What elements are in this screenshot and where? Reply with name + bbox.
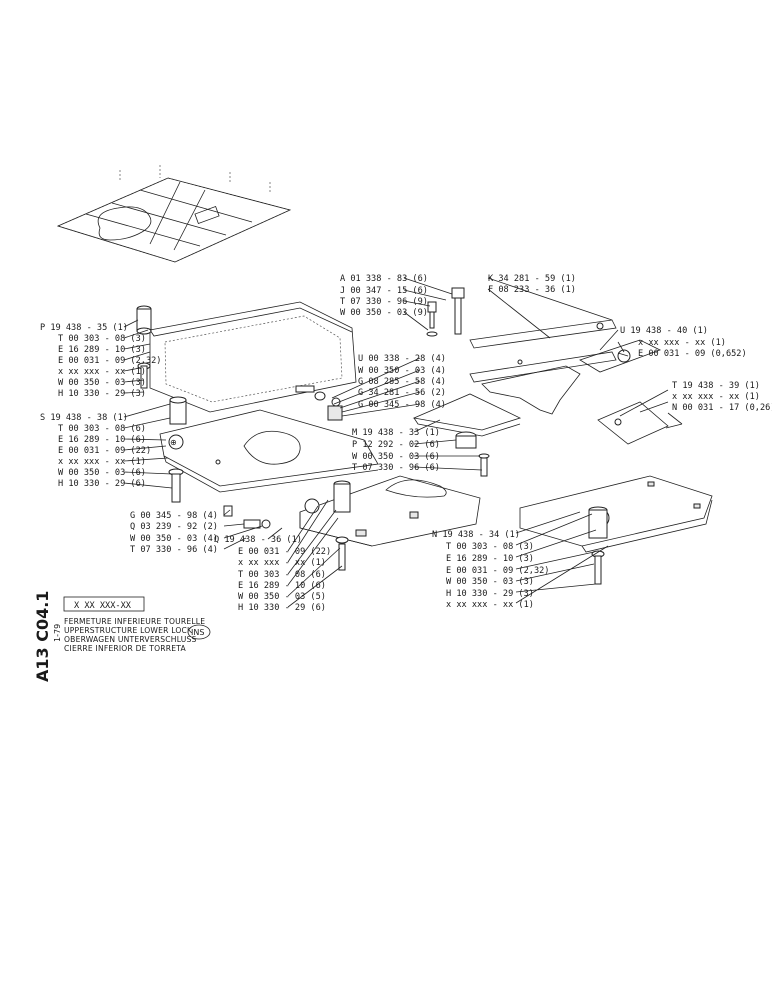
upper-tray-panel — [149, 301, 357, 413]
callout-label: T 00 303 - 08 (3) — [446, 542, 534, 552]
callout-label: x xx xxx - xx (1) — [638, 338, 726, 348]
callout-label: T 07 330 - 96 (9) — [340, 297, 428, 307]
callout-label: x xx xxx - xx (1) — [58, 367, 146, 377]
callout-label: H 10 330 - 29 (3) — [58, 389, 146, 399]
callout-group-7: U 00 338 - 28 (4) W 00 350 - 03 (4) G 08… — [358, 354, 446, 410]
callout-label: Q 03 239 - 92 (2) — [130, 522, 218, 532]
callout-label: N 19 438 - 34 (1) — [432, 530, 520, 540]
callout-group-5: E 00 031 - 09 (22) x xx xxx - xx (1) T 0… — [238, 547, 331, 613]
callout-label: T 00 303 - 08 (3) — [58, 334, 146, 344]
callout-label: M 19 438 - 33 (1) — [352, 428, 440, 438]
callout-group-3: G 00 345 - 98 (4) Q 03 239 - 92 (2) W 00… — [130, 511, 218, 555]
callout-label: H 10 330 - 29 (6) — [238, 603, 326, 613]
callout-label: G 00 345 - 98 (4) — [358, 400, 446, 410]
callout-label: x xx xxx - xx (1) — [672, 392, 760, 402]
callout-label: E 00 031 - 09 (22) — [238, 547, 331, 557]
callout-label: W 00 350 - 03 (6) — [58, 468, 146, 478]
part-number-box: X XX XXX-XX — [74, 601, 132, 611]
frame-u19438-40 — [481, 339, 662, 415]
callout-label: G 08 285 - 58 (4) — [358, 377, 446, 387]
title-fr: FERMETURE INFERIEURE TOURELLE — [64, 617, 205, 626]
title-es: CIERRE INFERIOR DE TORRETA — [64, 644, 186, 653]
callout-label: E 00 031 - 09 (0,652) — [638, 349, 747, 359]
callout-group-11: T 19 438 - 39 (1) x xx xxx - xx (1) N 00… — [672, 381, 772, 413]
callout-label: T 07 330 - 96 (6) — [352, 463, 440, 473]
sheet-date: 1-79 — [53, 624, 62, 642]
callout-label: H 10 330 - 29 (3) — [446, 589, 534, 599]
callout-group-6: A 01 338 - 83 (6) J 00 347 - 15 (6) T 07… — [340, 274, 428, 318]
callout-group-4: Q 19 438 - 36 (1) — [214, 535, 302, 545]
left-floor-plate: ⊕ — [159, 409, 379, 493]
ins-mark: INS — [191, 628, 204, 637]
leader-lines — [123, 277, 683, 608]
svg-text:⊕: ⊕ — [170, 438, 177, 447]
callout-label: P 19 438 - 35 (1) — [40, 323, 128, 333]
callout-label: S 19 438 - 38 (1) — [40, 413, 128, 423]
callout-label: U 00 338 - 28 (4) — [358, 354, 446, 364]
callout-label: T 00 303 - 08 (6) — [58, 424, 146, 434]
callout-label: N 00 031 - 17 (0,26) — [672, 403, 772, 413]
title-block: A13 C04.1 1-79 X XX XXX-XX FERMETURE INF… — [33, 591, 211, 682]
callout-label: W 00 350 - 03 (3) — [58, 378, 146, 388]
callout-label: G 34 281 - 56 (2) — [358, 388, 446, 398]
centre-floor-plate — [299, 475, 481, 547]
title-de: OBERWAGEN UNTERVERSCHLUSS — [64, 635, 197, 644]
callout-label: F 08 233 - 36 (1) — [488, 285, 576, 295]
callout-label: E 16 289 - 10 (3) — [58, 345, 146, 355]
callout-label: E 16 289 - 10 (6) — [58, 435, 146, 445]
hardware-parts — [136, 287, 608, 585]
callout-label: U 19 438 - 40 (1) — [620, 326, 708, 336]
right-floor-plate — [519, 475, 713, 553]
callout-label: T 07 330 - 96 (4) — [130, 545, 218, 555]
callout-label: E 16 289 - 10 (6) — [238, 581, 326, 591]
callout-group-12: N 19 438 - 34 (1) T 00 303 - 08 (3) E 16… — [432, 530, 549, 610]
callout-group-10: U 19 438 - 40 (1) x xx xxx - xx (1) E 00… — [620, 326, 747, 359]
callout-group-1: P 19 438 - 35 (1) T 00 303 - 08 (3) E 16… — [40, 323, 161, 399]
callout-label: E 00 031 - 09 (22) — [58, 446, 151, 456]
callout-label: T 00 303 - 08 (6) — [238, 570, 326, 580]
callout-label: E 00 031 - 09 (2,32) — [58, 356, 161, 366]
callout-label: A 01 338 - 83 (6) — [340, 274, 428, 284]
callout-group-2: S 19 438 - 38 (1) T 00 303 - 08 (6) E 16… — [40, 413, 151, 489]
callout-group-8: M 19 438 - 33 (1) P 12 292 - 02 (6) W 00… — [352, 428, 440, 473]
callout-label: T 19 438 - 39 (1) — [672, 381, 760, 391]
sheet-code: A13 C04.1 — [33, 591, 52, 682]
callout-label: E 16 289 - 10 (3) — [446, 554, 534, 564]
callout-label: x xx xxx - xx (1) — [238, 558, 326, 568]
small-plate-t19438-39 — [597, 401, 683, 445]
long-bar-assembly — [469, 319, 617, 383]
callout-label: W 00 350 - 03 (3) — [446, 577, 534, 587]
callout-group-9: K 34 281 - 59 (1) F 08 233 - 36 (1) — [488, 274, 576, 295]
callout-label: E 00 031 - 09 (2,32) — [446, 566, 549, 576]
callout-label: K 34 281 - 59 (1) — [488, 274, 576, 284]
callout-label: x xx xxx - xx (1) — [446, 600, 534, 610]
callout-label: Q 19 438 - 36 (1) — [214, 535, 302, 545]
callout-label: W 00 350 - 03 (9) — [340, 308, 428, 318]
callout-label: x xx xxx - xx (1) — [58, 457, 146, 467]
callout-label: W 00 350 - 03 (5) — [238, 592, 326, 602]
callout-label: P 12 292 - 02 (6) — [352, 440, 440, 450]
callout-label: W 00 350 - 03 (4) — [130, 534, 218, 544]
callout-label: W 00 350 - 03 (4) — [358, 366, 446, 376]
callout-label: J 00 347 - 15 (6) — [340, 286, 428, 296]
callout-label: H 10 330 - 29 (6) — [58, 479, 146, 489]
callout-label: W 00 350 - 03 (6) — [352, 452, 440, 462]
title-en: UPPERSTRUCTURE LOWER LOCK — [64, 626, 193, 635]
callout-label: G 00 345 - 98 (4) — [130, 511, 218, 521]
key-plan — [56, 165, 292, 263]
plate-m19438-33 — [412, 393, 522, 437]
